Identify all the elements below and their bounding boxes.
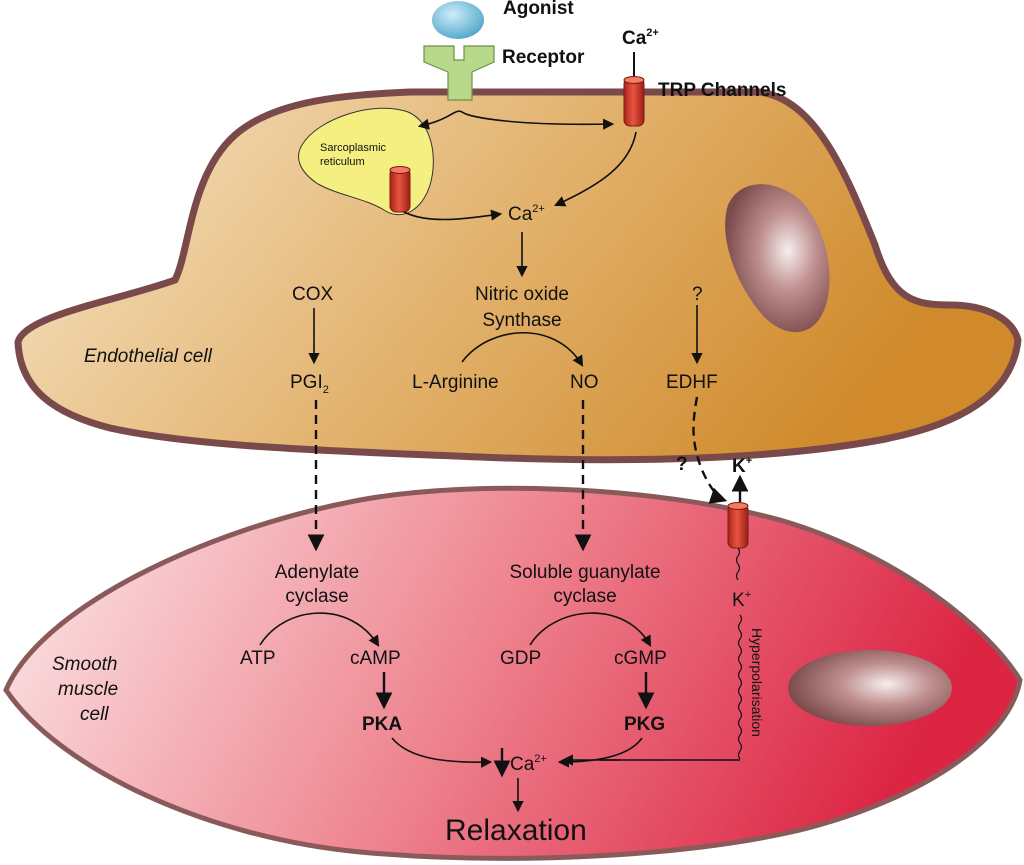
endothelial-calcium-label: Ca2+ (508, 203, 545, 225)
smooth-muscle-cell-body (3, 485, 1023, 861)
smooth-muscle-cell (3, 485, 1023, 861)
adenylate-cyclase-line2: cyclase (285, 586, 348, 607)
sr-label-line1: Sarcoplasmic (320, 142, 387, 154)
gdp-label: GDP (500, 648, 541, 669)
calcium-top-label: Ca2+ (622, 27, 659, 49)
nos-label-line2: Synthase (482, 310, 561, 331)
pathway-arrows (259, 110, 749, 813)
hyperpolarisation-label: Hyperpolarisation (749, 628, 765, 737)
receptor-icon (423, 45, 495, 101)
receptor-label: Receptor (502, 47, 585, 68)
sr-label-line2: reticulum (320, 156, 365, 168)
camp-label: cAMP (350, 648, 401, 669)
smooth-muscle-nucleus (788, 650, 952, 726)
smooth-cell-label-3: cell (80, 704, 109, 725)
endothelial-cell (14, 88, 1022, 464)
endothelial-nucleus (725, 184, 830, 333)
edhf-label: EDHF (666, 372, 718, 393)
unknown-label: ? (692, 284, 703, 305)
agonist-molecule (432, 1, 484, 39)
agonist-label: Agonist (503, 0, 574, 19)
smooth-cell-label-2: muscle (58, 679, 118, 700)
l-arginine-label: L-Arginine (412, 372, 499, 393)
pka-label: PKA (362, 714, 402, 735)
atp-label: ATP (240, 648, 276, 669)
pgi2-label: PGI2 (290, 372, 329, 396)
unknown-label-2: ? (676, 454, 688, 475)
no-label: NO (570, 372, 599, 393)
trp-channels-label: TRP Channels (658, 80, 786, 101)
adenylate-cyclase-line1: Adenylate (275, 562, 360, 583)
potassium-in-label: K+ (732, 589, 751, 611)
smooth-cell-label-1: Smooth (52, 654, 117, 675)
cox-label: COX (292, 284, 334, 305)
trp-channel (623, 52, 645, 127)
smooth-calcium-label: Ca2+ (510, 753, 547, 775)
soluble-guanylate-cyclase-line2: cyclase (553, 586, 616, 607)
soluble-guanylate-cyclase-line1: Soluble guanylate (509, 562, 660, 583)
cgmp-label: cGMP (614, 648, 667, 669)
nos-label-line1: Nitric oxide (475, 284, 569, 305)
endothelial-cell-body (14, 88, 1022, 464)
pkg-label: PKG (624, 714, 665, 735)
endothelial-cell-label: Endothelial cell (84, 346, 213, 367)
relaxation-label: Relaxation (445, 814, 587, 847)
labels: Agonist Receptor Ca2+ TRP Channels Sarco… (52, 0, 786, 847)
potassium-channel (727, 502, 749, 549)
potassium-out-label: K+ (732, 455, 752, 477)
sr-calcium-channel (389, 166, 411, 213)
